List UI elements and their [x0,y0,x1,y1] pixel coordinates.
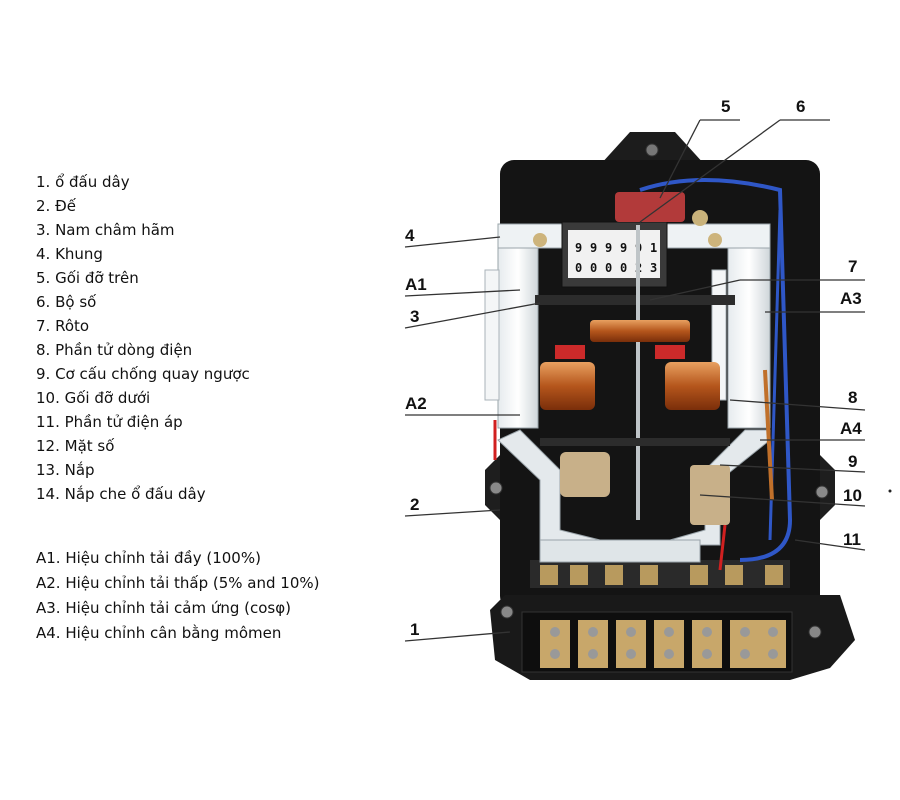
legend-item: 4. Khung [36,245,103,263]
register-digits-top: 9 [575,241,582,255]
callout-3: 3 [410,307,420,326]
legend-item: 1. ổ đấu dây [36,173,130,191]
terminal-screws [540,620,786,668]
legend-item: 11. Phần tử điện áp [36,413,183,431]
adjustment-item: A2. Hiệu chỉnh tải thấp (5% and 10%) [36,574,320,592]
svg-text:3: 3 [650,261,657,275]
callout-4: 4 [405,226,415,245]
legend-item: 5. Gối đỡ trên [36,269,139,287]
svg-text:1: 1 [650,241,657,255]
legend-item: 7. Rôto [36,317,90,335]
callout-1: 1 [410,620,420,639]
adjustment-item: A4. Hiệu chỉnh cân bằng mômen [36,624,282,642]
legend-item: 12. Mặt số [36,437,115,455]
blue-wire [639,178,793,562]
hanger-screw [645,143,659,157]
register: 9 9 9 9 9 1 0 0 0 0 2 3 [561,221,668,288]
svg-text:0: 0 [590,261,597,275]
svg-text:9: 9 [590,241,597,255]
rotor-disc [535,295,735,305]
callout-a1: A1 [405,275,427,294]
legend-item: 3. Nam châm hãm [36,221,175,239]
svg-text:0: 0 [620,261,627,275]
callout-a3: A3 [840,289,862,308]
leader-lines [404,119,866,642]
current-coils [540,320,720,410]
callout-a4: A4 [840,419,862,438]
callout-8: 8 [848,388,858,407]
callout-11: 11 [843,530,861,549]
legend-item: 14. Nắp che ổ đấu dây [36,485,206,503]
callout-6: 6 [796,97,806,116]
callout-a2: A2 [405,394,427,413]
legend-item: 10. Gối đỡ dưới [36,389,151,407]
svg-text:0: 0 [605,261,612,275]
callout-7: 7 [848,257,858,276]
legend-item: 2. Đế [36,197,76,215]
adjustments-legend: A1. Hiệu chỉnh tải đầy (100%) A2. Hiệu c… [36,546,319,646]
legend-item: 9. Cơ cấu chống quay ngược [36,365,250,383]
svg-text:9: 9 [605,241,612,255]
callout-9: 9 [848,452,858,471]
parts-legend: 1. ổ đấu dây 2. Đế 3. Nam châm hãm 4. Kh… [36,170,250,506]
callout-2: 2 [410,495,420,514]
adjustment-item: A1. Hiệu chỉnh tải đầy (100%) [36,549,261,567]
voltage-coil [560,452,610,497]
legend-item: 13. Nắp [36,461,95,479]
svg-text:9: 9 [620,241,627,255]
legend-item: 6. Bộ số [36,293,97,311]
legend-item: 8. Phần tử dòng điện [36,341,193,359]
adjustment-item: A3. Hiệu chỉnh tải cảm ứng (cosφ) [36,599,291,617]
callout-5: 5 [721,97,731,116]
register-digits-bottom: 0 [575,261,582,275]
callout-10: 10 [843,486,862,505]
